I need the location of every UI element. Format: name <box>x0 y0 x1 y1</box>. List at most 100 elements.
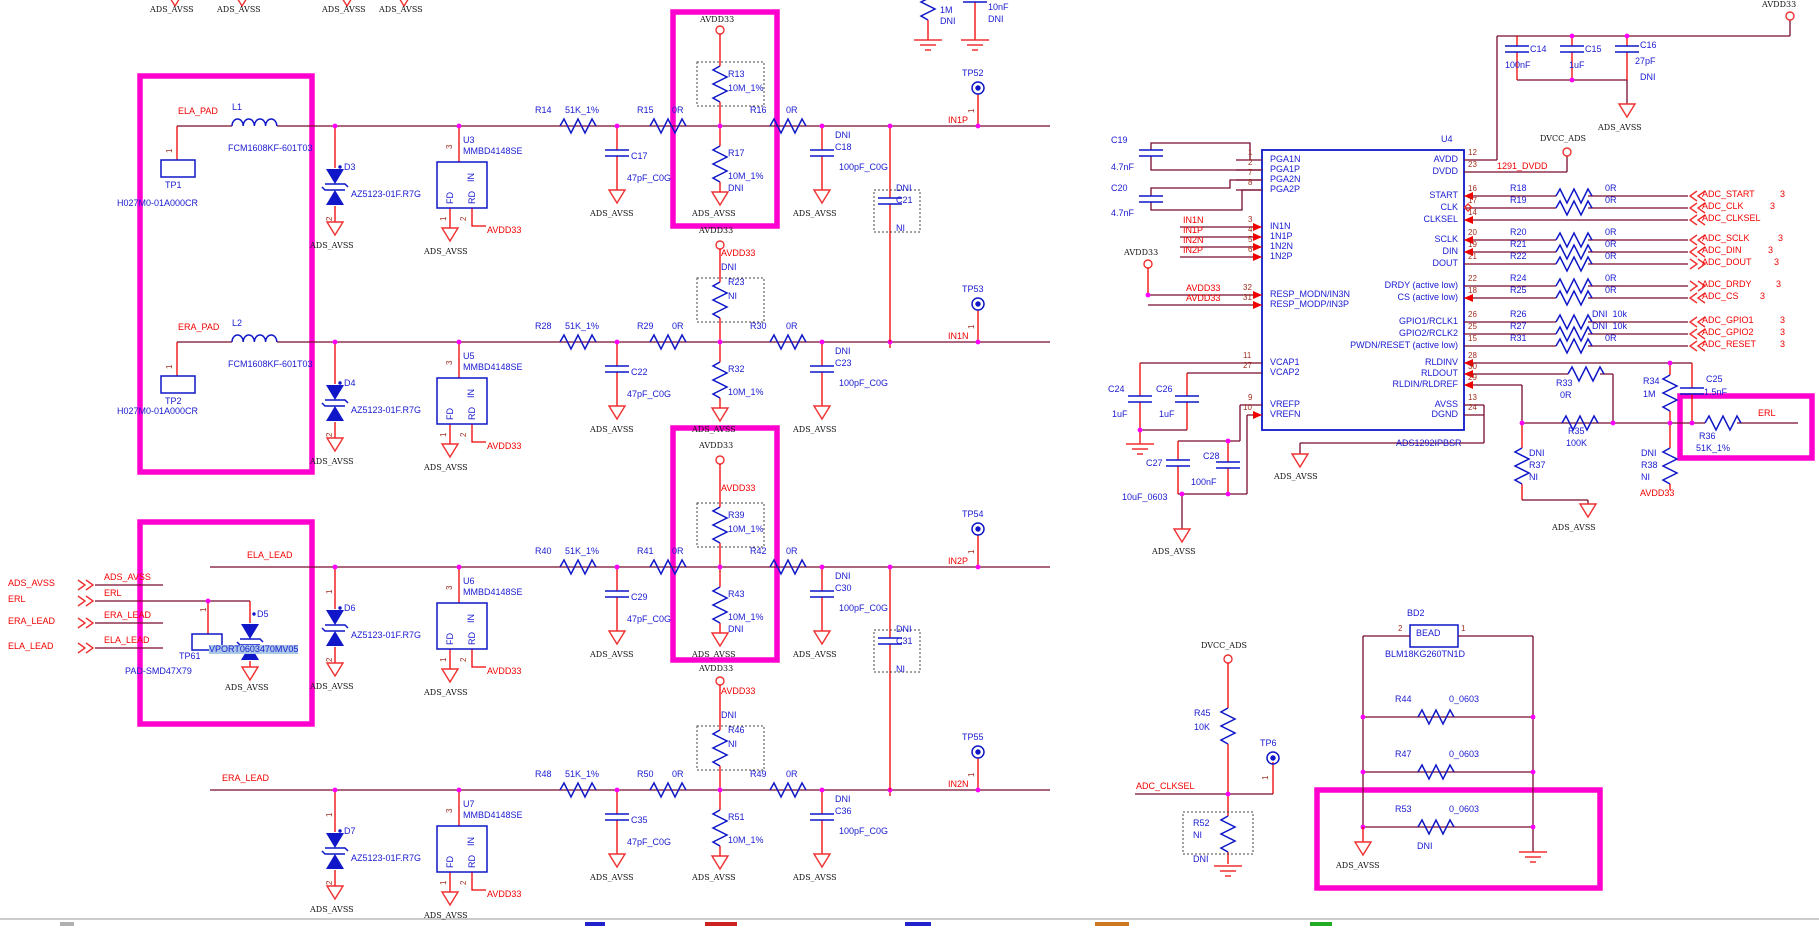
component-label: VREFN <box>1270 409 1301 419</box>
pin-number: 1 <box>325 812 334 817</box>
net-label: IN1N <box>948 331 969 341</box>
component-label: 0R <box>672 321 684 331</box>
pin-number: 1 <box>439 216 448 221</box>
net-label: AVDD33 <box>487 441 522 451</box>
component-label: 51K_1% <box>1696 443 1731 453</box>
net-label: 3 <box>1768 245 1774 255</box>
component-label: C27 <box>1146 458 1163 468</box>
net-label: ELA_LEAD <box>8 641 54 651</box>
pin-number: 2 <box>325 657 334 662</box>
component-label: TP6 <box>1260 738 1277 748</box>
net-label: IN2P <box>1183 245 1204 255</box>
component-label: 0R <box>1605 227 1617 237</box>
net-label: AVDD33 <box>721 248 756 258</box>
component-label: C22 <box>631 367 648 377</box>
pin-number: 9 <box>1248 393 1253 402</box>
component-label: NI <box>728 291 737 301</box>
power-ground-label: AVDD33 <box>1762 0 1797 9</box>
net-label: ERA_LEAD <box>104 610 152 620</box>
component-label: R49 <box>750 769 767 779</box>
component-label: 1uF <box>1569 60 1585 70</box>
selected-part-label[interactable]: VPORT0603470MV05 <box>209 644 299 654</box>
pin-number: 8 <box>1248 178 1253 187</box>
component-label: 0R <box>786 105 798 115</box>
component-label: BD2 <box>1407 608 1425 618</box>
component-label: 10K <box>1194 722 1211 732</box>
annotation-box <box>137 73 315 475</box>
power-ground-label: AVDD33 <box>699 441 734 450</box>
pin-number: 2 <box>1248 158 1253 167</box>
component-label: DNI <box>1417 841 1433 851</box>
component-label: NI <box>1529 472 1538 482</box>
component-label: D7 <box>344 826 356 836</box>
component-label: D4 <box>344 378 356 388</box>
component-label: AZ5123-01F.R7G <box>351 853 422 863</box>
pin-number: 24 <box>1468 403 1477 412</box>
component-label: TP54 <box>962 509 984 519</box>
net-label: ADC_DOUT <box>1702 257 1752 267</box>
component-label: 4.7nF <box>1111 208 1135 218</box>
pin-number: 10 <box>1243 403 1252 412</box>
component-label: 1uF <box>1112 409 1128 419</box>
component-label: H027M0-01A000CR <box>117 406 199 416</box>
net-label: AVDD33 <box>487 666 522 676</box>
component-label: R18 <box>1510 183 1527 193</box>
pin-number: 19 <box>1468 240 1477 249</box>
component-label: D3 <box>344 162 356 172</box>
component-label: 10M_1% <box>728 524 764 534</box>
power-ground-label: ADS_AVSS <box>424 463 468 472</box>
net-label: ELA_LEAD <box>104 635 150 645</box>
component-label: PWDN/RESET (active low) <box>1350 340 1458 350</box>
net-label: 3 <box>1780 327 1786 337</box>
component-label: 0R <box>786 546 798 556</box>
component-label: C25 <box>1706 374 1723 384</box>
net-label: ERL <box>8 594 26 604</box>
component-label: 0R <box>1560 390 1572 400</box>
component-label: 1uF <box>1159 409 1175 419</box>
component-label: 47pF_C0G <box>627 173 672 183</box>
component-label: NI <box>1641 472 1650 482</box>
component-label: R20 <box>1510 227 1527 237</box>
component-label: DNI <box>728 183 744 193</box>
component-label: FD <box>445 856 455 868</box>
net-label: 1291_DVDD <box>1497 161 1548 171</box>
component-label: C23 <box>835 358 852 368</box>
component-label: DNI <box>988 14 1004 24</box>
component-label: R23 <box>728 277 745 287</box>
net-label: ERA_LEAD <box>222 773 270 783</box>
component-label: R14 <box>535 105 552 115</box>
component-label: 0R <box>1605 273 1617 283</box>
net-label: 3 <box>1780 339 1786 349</box>
component-label: 100pF_C0G <box>839 603 889 613</box>
annotation-box <box>670 425 780 663</box>
power-ground-label: ADS_AVSS <box>793 425 837 434</box>
pin-number: 3 <box>445 585 454 590</box>
power-ground-label: ADS_AVSS <box>590 650 634 659</box>
component-label: IN1N <box>1270 221 1291 231</box>
component-label: R19 <box>1510 195 1527 205</box>
component-label: IN <box>466 173 476 182</box>
component-label: DRDY (active low) <box>1384 280 1458 290</box>
power-ground-label: ADS_AVSS <box>1552 523 1596 532</box>
pin-number: 23 <box>1468 160 1477 169</box>
component-label: 1M <box>940 5 953 15</box>
component-label: NI <box>896 664 905 674</box>
component-label: 1M <box>1643 389 1656 399</box>
component-label: C28 <box>1203 451 1220 461</box>
component-label: 27pF <box>1635 56 1656 66</box>
power-ground-label: ADS_AVSS <box>590 873 634 882</box>
component-label: TP61 <box>179 651 201 661</box>
left-ports <box>77 579 264 681</box>
pin-number: 29 <box>1468 373 1477 382</box>
net-label: IN1N <box>1183 215 1204 225</box>
component-label: U3 <box>463 135 475 145</box>
net-label: ELA_PAD <box>178 106 218 116</box>
component-label: 10nF <box>988 2 1009 12</box>
net-label: 3 <box>1760 291 1766 301</box>
component-label: R34 <box>1643 376 1660 386</box>
pin-number: 11 <box>1243 351 1252 360</box>
power-ground-label: ADS_AVSS <box>310 241 354 250</box>
pin-number: 2 <box>459 880 468 885</box>
component-label: RD <box>467 407 477 420</box>
